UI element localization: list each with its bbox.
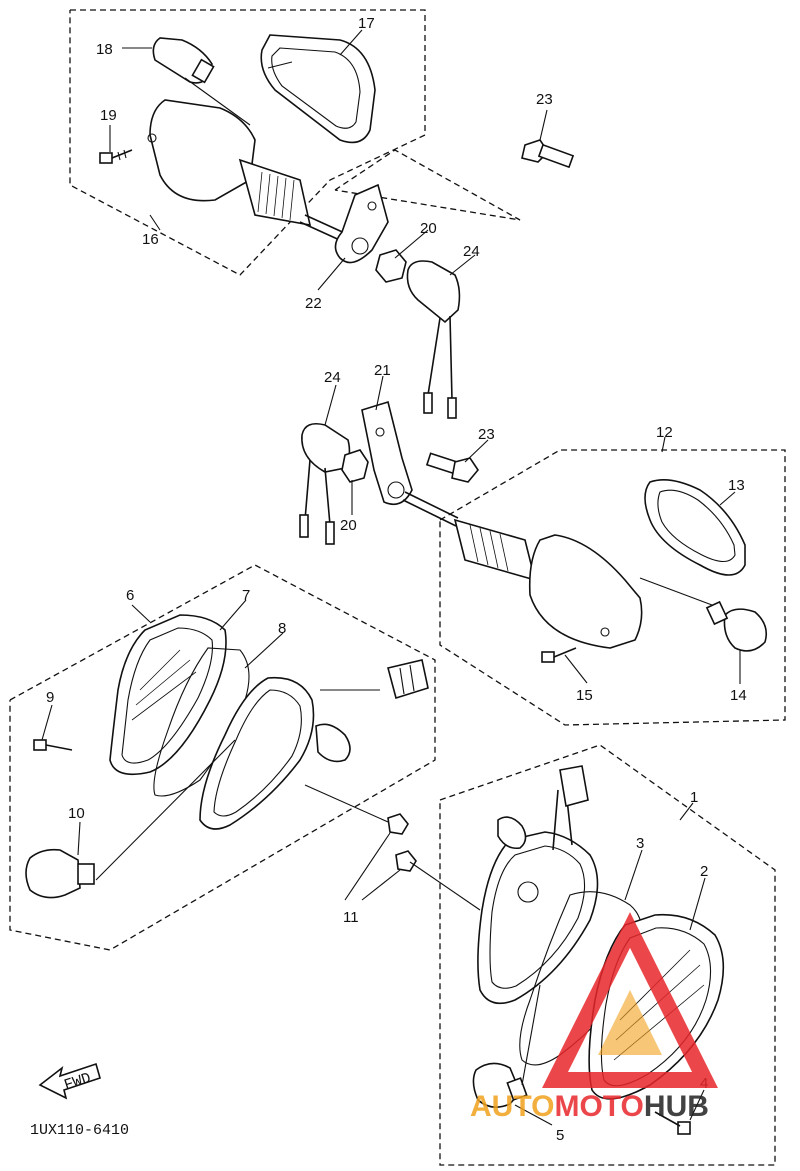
- callout-21: 21: [374, 362, 391, 379]
- part-5-bulb: [472, 984, 541, 1108]
- part-11-screws: [304, 784, 481, 911]
- part-13-lens: [644, 479, 746, 576]
- part-12-flasher-housing: [453, 518, 643, 649]
- part-20-nut-lower: [341, 449, 369, 483]
- part-19-screw: [99, 149, 133, 164]
- part-17-lens: [260, 34, 376, 144]
- callout-5: 5: [556, 1127, 564, 1144]
- callout-11: 11: [343, 909, 359, 926]
- part-7-lens: [109, 614, 227, 776]
- callout-20-lower: 20: [340, 517, 357, 534]
- callout-12: 12: [656, 424, 673, 441]
- part-8-gasket: [153, 647, 250, 797]
- leader-lines: [41, 29, 741, 1126]
- part-24-socket-lower: [299, 422, 351, 545]
- callout-22: 22: [305, 295, 322, 312]
- callout-15: 15: [576, 687, 593, 704]
- callout-14: 14: [730, 687, 747, 704]
- callout-17: 17: [358, 15, 375, 32]
- group-16-boundary: [69, 9, 521, 276]
- callout-24-upper: 24: [463, 243, 480, 260]
- group-1-boundary: [439, 744, 776, 1166]
- part-code: 1UX110-6410: [30, 1122, 129, 1139]
- part-18-bulb: [152, 37, 251, 126]
- part-23-bolt-upper: [521, 139, 575, 169]
- callout-3: 3: [636, 835, 644, 852]
- watermark-text-mid: MOTO: [554, 1090, 643, 1123]
- callout-1: 1: [690, 789, 698, 806]
- callout-6: 6: [126, 587, 134, 604]
- part-16-flasher-housing: [147, 99, 361, 248]
- part-15-screw: [541, 647, 577, 663]
- fwd-arrow-icon: FWD: [38, 1062, 101, 1100]
- callout-23-upper: 23: [536, 91, 553, 108]
- callout-8: 8: [278, 620, 286, 637]
- callout-18: 18: [96, 41, 113, 58]
- callout-23-lower: 23: [478, 426, 495, 443]
- callout-9: 9: [46, 689, 54, 706]
- part-4-screw: [654, 1111, 691, 1135]
- callout-24-lower: 24: [324, 369, 341, 386]
- part-14-bulb: [639, 577, 768, 652]
- callout-16: 16: [142, 231, 159, 248]
- part-23-bolt-lower: [425, 452, 479, 483]
- part-20-nut-upper: [375, 249, 407, 283]
- callout-7: 7: [242, 587, 250, 604]
- part-21-bracket: [361, 400, 459, 527]
- callout-10: 10: [68, 805, 85, 822]
- group-12-boundary: [439, 449, 786, 726]
- callout-13: 13: [728, 477, 745, 494]
- part-9-screw: [33, 739, 73, 751]
- callout-20-upper: 20: [420, 220, 437, 237]
- callout-2: 2: [700, 863, 708, 880]
- watermark-text-left: AUTO: [470, 1090, 554, 1123]
- group-6-boundary: [9, 564, 436, 951]
- watermark-text-right: HUB: [644, 1090, 709, 1123]
- part-6-base-housing: [199, 659, 429, 830]
- part-24-socket-upper: [406, 260, 461, 419]
- part-22-bracket: [334, 183, 389, 264]
- automotohub-watermark-logo: AUTOMOTOHUB: [470, 912, 718, 1123]
- part-1-base-housing: [477, 765, 599, 1005]
- callout-19: 19: [100, 107, 117, 124]
- svg-text:AUTOMOTOHUB: AUTOMOTOHUB: [470, 1090, 709, 1123]
- part-10-bulb: [25, 739, 236, 899]
